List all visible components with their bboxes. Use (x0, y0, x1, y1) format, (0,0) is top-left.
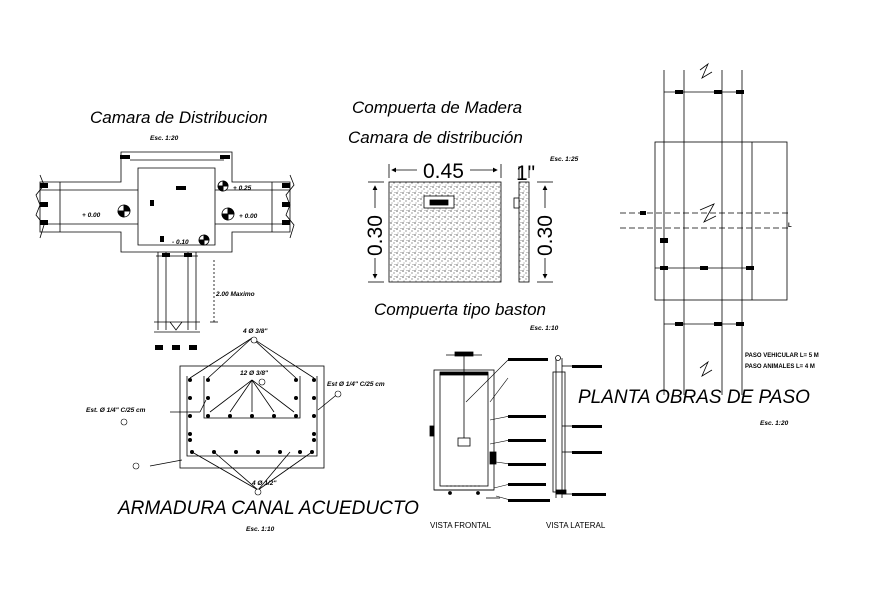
wood-gate-side-view (513, 166, 553, 283)
baston-scale: Esc. 1:10 (530, 325, 559, 332)
baston-title: Compuerta tipo baston (374, 300, 546, 319)
baston-leader-lines (465, 359, 545, 501)
paso-vehicular-label: PASO VEHICULAR L= 5 M (745, 353, 819, 359)
armadura-callout-circles (120, 336, 342, 496)
compuerta-title-line2: Camara de distribución (348, 128, 523, 147)
armadura-rebar-dots (188, 378, 316, 454)
stirrup-right-label: Est Ø 1/4" C/25 cm (327, 381, 385, 388)
max-length-label: 2.00 Maximo (215, 291, 255, 298)
planta-scale: Esc. 1:20 (760, 420, 789, 427)
bottom-bars-label: 4 Ø 1/2" (251, 480, 277, 487)
level-000-right-label: + 0.00 (239, 213, 258, 220)
baston-gate-side-view (552, 355, 576, 498)
baston-gate-front-view (429, 351, 500, 499)
camara-scale: Esc. 1:20 (150, 135, 179, 142)
top-bars-label: 4 Ø 3/8" (242, 328, 268, 335)
baston-label-bars (508, 358, 550, 502)
camara-fills (40, 155, 290, 350)
gate-width-dimension: 0.45 (423, 160, 464, 183)
mid-bars-label: 12 Ø 3/8" (240, 370, 269, 377)
compuerta-scale: Esc. 1:25 (550, 156, 579, 163)
level-markers (117, 180, 235, 246)
camara-de-distribucion-plan: Camara de Distribucion Esc. 1:20 (35, 108, 295, 333)
gate-thickness-label: 1" (516, 162, 535, 185)
planta-fills (640, 90, 754, 326)
baston-side-bars (572, 365, 606, 496)
planta-obras-de-paso (620, 62, 790, 395)
wood-gate-front-view (368, 164, 502, 283)
planta-title: PLANTA OBRAS DE PASO (578, 387, 810, 408)
planta-l-label: L (788, 223, 792, 229)
armadura-title: ARMADURA CANAL ACUEDUCTO (117, 498, 419, 519)
level-010-label: - 0.10 (172, 239, 189, 246)
armadura-section (149, 337, 341, 491)
stirrup-left-label: Est. Ø 1/4" C/25 cm (86, 407, 146, 414)
level-000-left-label: + 0.00 (82, 212, 101, 219)
level-025-label: + 0.25 (233, 185, 252, 192)
paso-animales-label: PASO ANIMALES L= 4 M (745, 364, 815, 370)
compuerta-title-line1: Compuerta de Madera (352, 98, 522, 117)
vista-lateral-label: VISTA LATERAL (546, 521, 606, 530)
camara-title: Camara de Distribucion (90, 108, 268, 127)
gate-height-dimension-right: 0.30 (534, 215, 557, 256)
armadura-scale: Esc. 1:10 (246, 526, 275, 533)
gate-height-dimension-left: 0.30 (364, 215, 387, 256)
vista-frontal-label: VISTA FRONTAL (430, 521, 492, 530)
